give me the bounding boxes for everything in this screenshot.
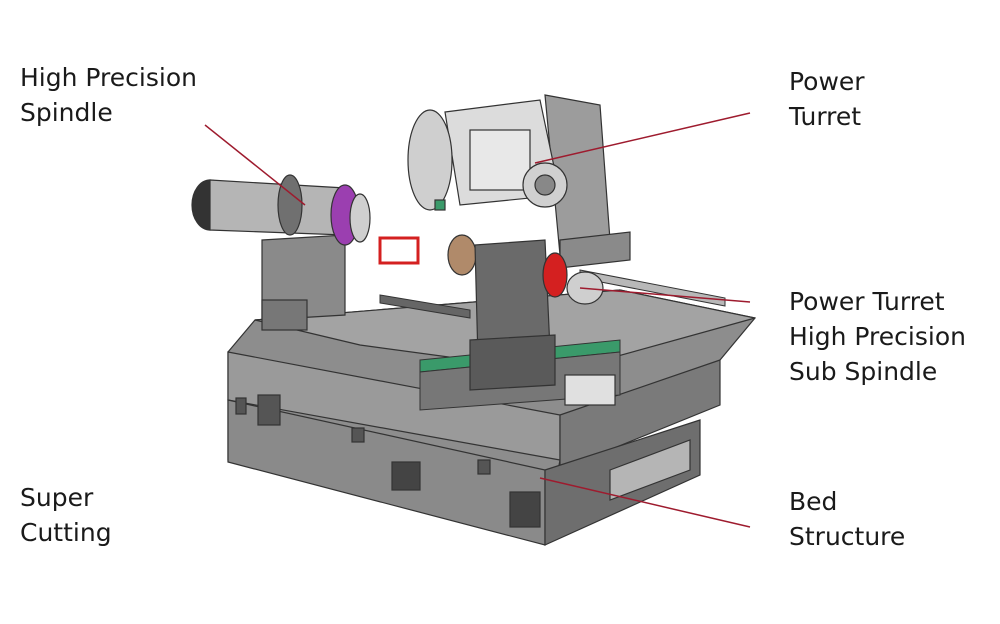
label-bed-structure: Bed Structure: [789, 484, 905, 554]
label-line: Bed: [789, 487, 838, 516]
label-power-turret: Power Turret: [789, 64, 865, 134]
label-sub-spindle: Power Turret High Precision Sub Spindle: [789, 284, 966, 389]
label-line: Sub Spindle: [789, 357, 938, 386]
leader-lines: [204, 112, 751, 528]
label-line: Power Turret: [789, 287, 945, 316]
leader-spindle: [204, 124, 306, 206]
turret-column: [407, 94, 631, 269]
label-line: Spindle: [20, 98, 113, 127]
sub-spindle: [378, 234, 616, 406]
label-high-precision-spindle: High Precision Spindle: [20, 60, 197, 130]
label-line: High Precision: [789, 322, 966, 351]
label-line: Power: [789, 67, 865, 96]
leader-bed: [539, 477, 751, 528]
leader-sub-spindle: [579, 287, 751, 303]
main-spindle: [191, 174, 371, 331]
label-line: Super: [20, 483, 94, 512]
label-line: High Precision: [20, 63, 197, 92]
label-line: Turret: [789, 102, 862, 131]
leader-turret: [534, 112, 751, 164]
label-super-cutting: Super Cutting: [20, 480, 112, 550]
label-line: Cutting: [20, 518, 112, 547]
label-line: Structure: [789, 522, 906, 551]
